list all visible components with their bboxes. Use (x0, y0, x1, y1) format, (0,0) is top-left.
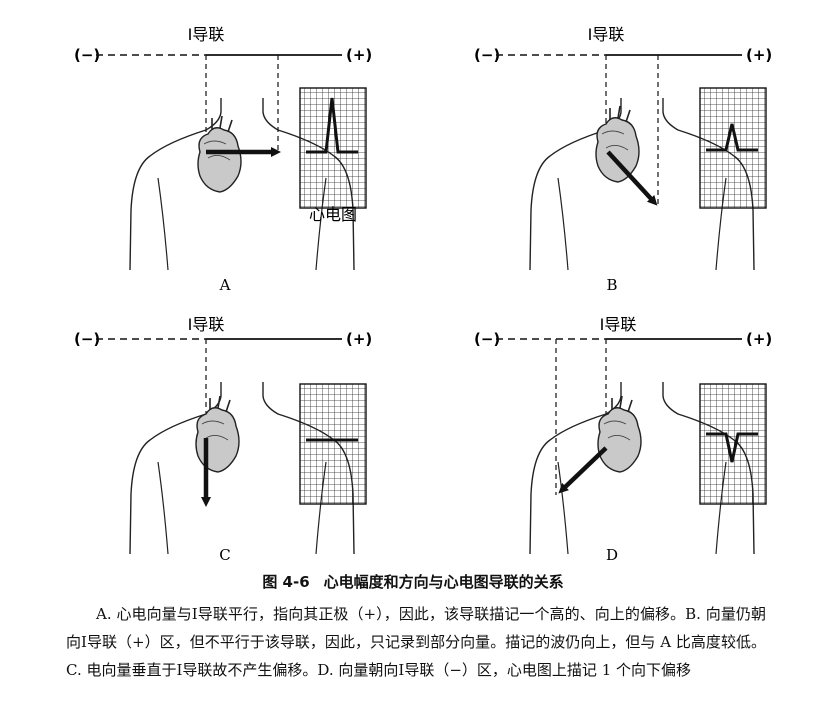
plus-pole-d: (+) (746, 330, 772, 348)
heart-icon (595, 105, 640, 183)
caption-number: 图 4-6 (262, 573, 310, 591)
panel-d: Ⅰ导联 (−) (+) D (474, 315, 772, 564)
minus-pole-c: (−) (74, 330, 100, 348)
ecg-trace-d (706, 432, 758, 463)
panel-b: Ⅰ导联 (−) (+) B (474, 25, 772, 294)
figure-caption: 图 4-6 心电幅度和方向与心电图导联的关系 (0, 571, 826, 592)
minus-pole-b: (−) (474, 46, 500, 64)
ecg-grid-d (699, 383, 767, 505)
lead-i-label-a: Ⅰ导联 (188, 25, 225, 44)
ecg-grid-b (699, 87, 767, 209)
vector-arrow-b (606, 150, 658, 206)
heart-icon (195, 395, 240, 473)
panel-letter-b: B (606, 276, 617, 294)
panel-letter-c: C (219, 546, 230, 564)
plus-pole-a: (+) (346, 46, 372, 64)
caption-title: 心电幅度和方向与心电图导联的关系 (323, 573, 564, 591)
ecg-label: 心电图 (309, 205, 357, 224)
lead-i-label-d: Ⅰ导联 (600, 315, 637, 334)
minus-pole-d: (−) (474, 330, 500, 348)
description-text: A. 心电向量与Ⅰ导联平行，指向其正极（+），因此，该导联描记一个高的、向上的偏… (66, 605, 766, 679)
plus-pole-c: (+) (346, 330, 372, 348)
ecg-trace-a (306, 97, 358, 154)
plus-pole-b: (+) (746, 46, 772, 64)
lead-i-label-b: Ⅰ导联 (588, 25, 625, 44)
ecg-trace-b (706, 123, 758, 152)
panel-a: Ⅰ导联 (−) (+) 心电图 A (74, 25, 372, 294)
heart-icon (597, 395, 642, 473)
minus-pole-a: (−) (74, 46, 100, 64)
lead-i-label-c: Ⅰ导联 (188, 315, 225, 334)
figure-4-6: Ⅰ导联 (−) (+) 心电图 A Ⅰ导联 (−) (+) B Ⅰ导联 (−) … (74, 25, 772, 564)
ecg-grid-c (299, 383, 367, 505)
panel-letter-d: D (606, 546, 618, 564)
panel-letter-a: A (219, 276, 231, 294)
figure-description: A. 心电向量与Ⅰ导联平行，指向其正极（+），因此，该导联描记一个高的、向上的偏… (66, 600, 766, 684)
vector-arrow-d (558, 446, 608, 494)
panel-c: Ⅰ导联 (−) (+) C (74, 315, 372, 564)
